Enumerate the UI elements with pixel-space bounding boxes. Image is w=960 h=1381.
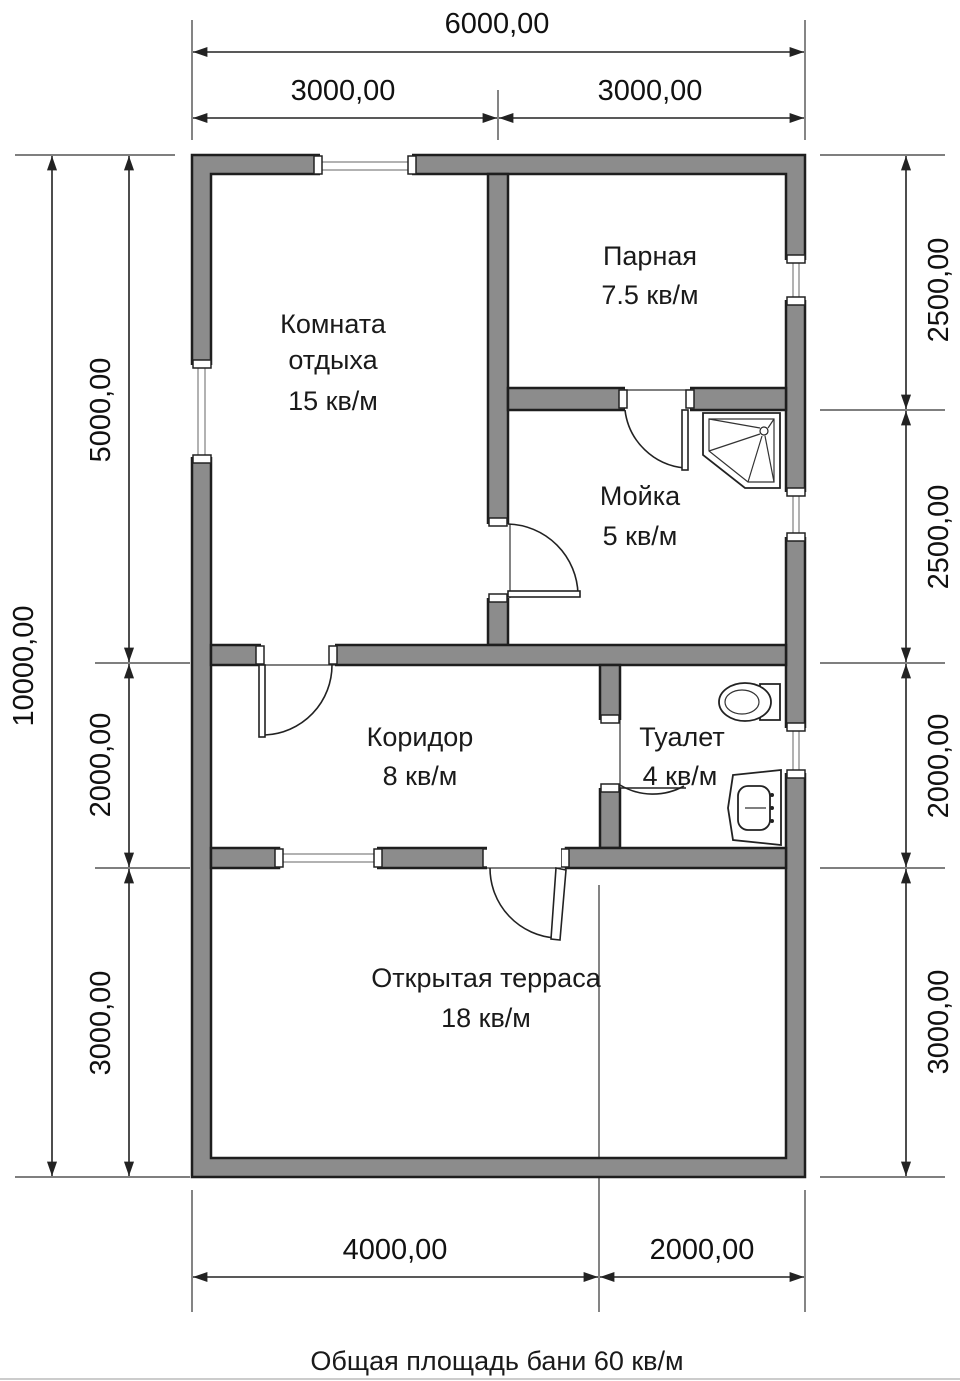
steam-room-area: 7.5 кв/м [601,280,698,310]
room-labels: Комната отдыха 15 кв/м Парная 7.5 кв/м М… [280,241,725,1033]
dim-top-right: 3000,00 [598,75,703,107]
fixtures [702,412,782,846]
dim-bottom-left: 4000,00 [343,1234,448,1266]
dimension-lines [15,20,945,1312]
dim-top-total: 6000,00 [445,8,550,40]
steam-room-label: Парная [603,241,697,271]
dim-top-left: 3000,00 [291,75,396,107]
corridor-area: 8 кв/м [383,761,458,791]
washroom-area: 5 кв/м [603,521,678,551]
sink-icon [727,769,782,846]
washroom-label: Мойка [600,481,681,511]
terrace-area: 18 кв/м [441,1003,531,1033]
toilet-area: 4 кв/м [643,761,718,791]
dim-right-1: 2500,00 [923,238,955,343]
dim-right-4: 3000,00 [923,970,955,1075]
corridor-label: Коридор [367,722,474,752]
dim-left-upper: 5000,00 [85,358,117,463]
dim-left-lower: 3000,00 [85,971,117,1076]
terrace-label: Открытая терраса [371,963,601,993]
shower-tray-icon [702,412,781,489]
rest-room-area: 15 кв/м [288,386,378,416]
dim-right-2: 2500,00 [923,485,955,590]
total-area-caption: Общая площадь бани 60 кв/м [310,1346,683,1376]
doors [255,386,695,941]
dim-left-middle: 2000,00 [85,713,117,818]
toilet-label: Туалет [639,722,724,752]
rest-room-label-line2: отдыха [288,345,378,375]
toilet-bowl-icon [718,682,781,722]
dim-left-total: 10000,00 [8,606,40,727]
dim-right-3: 2000,00 [923,714,955,819]
windows [186,150,811,873]
dim-bottom-right: 2000,00 [650,1234,755,1266]
rest-room-label-line1: Комната [280,309,387,339]
